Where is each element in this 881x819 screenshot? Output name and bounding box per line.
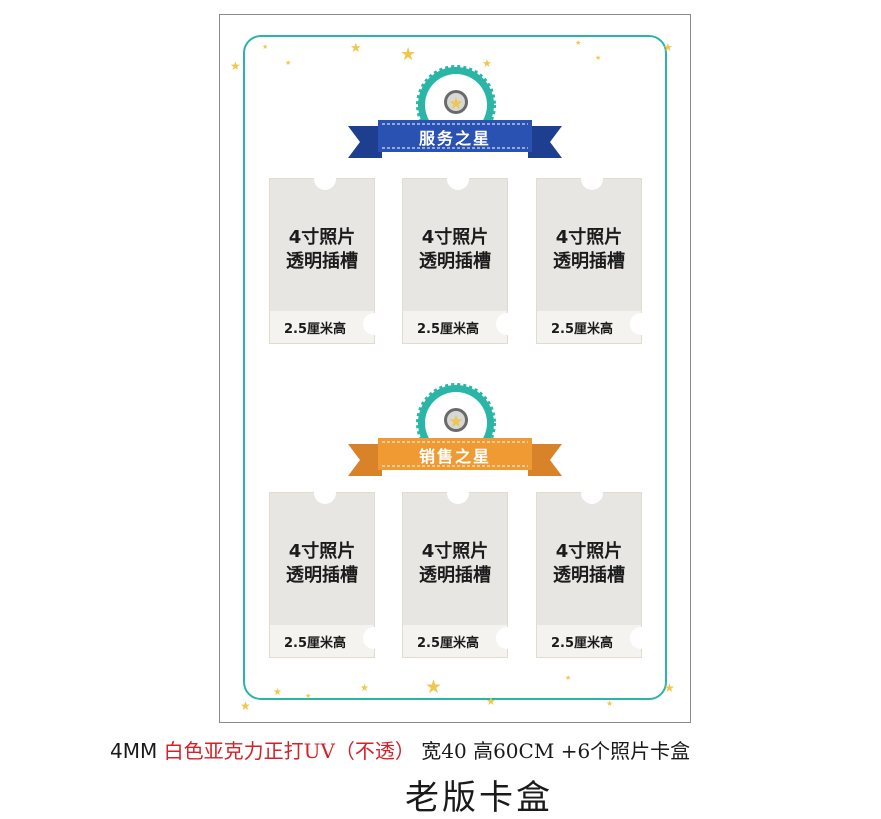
star-icon: ★ (262, 43, 269, 51)
spec-caption: 4MM 白色亚克力正打UV（不透） 宽40 高60CM +6个照片卡盒 (110, 735, 690, 764)
svg-text:★: ★ (448, 94, 463, 114)
photo-slot-card: 4寸照片 透明插槽 2.5厘米高 (269, 168, 385, 344)
slot-type-label: 透明插槽 (286, 251, 358, 272)
slot-height-label: 2.5厘米高 (284, 636, 347, 651)
slot-size-label: 4寸照片 (421, 227, 489, 248)
star-icon: ★ (565, 674, 572, 682)
star-icon: ★ (305, 692, 312, 700)
star-icon: ★ (240, 699, 251, 713)
star-icon: ★ (425, 676, 443, 698)
star-icon: ★ (606, 699, 614, 708)
star-icon: ★ (273, 687, 282, 698)
star-icon: ★ (663, 41, 673, 54)
slot-height-label: 2.5厘米高 (417, 322, 480, 337)
star-icon: ★ (400, 44, 417, 65)
slot-size-label: 4寸照片 (555, 541, 623, 562)
star-icon: ★ (350, 41, 362, 56)
section-title: 服务之星 (418, 129, 491, 148)
star-icon: ★ (595, 54, 602, 62)
photo-slot-card: 4寸照片 透明插槽 2.5厘米高 (269, 482, 385, 658)
ribbon-sales (348, 438, 562, 476)
slot-height-label: 2.5厘米高 (551, 636, 614, 651)
badge-star-icon: ★ (416, 65, 496, 145)
section-title: 销售之星 (418, 447, 491, 466)
slot-height-label: 2.5厘米高 (284, 322, 347, 337)
slot-type-label: 透明插槽 (553, 565, 625, 586)
slot-size-label: 4寸照片 (421, 541, 489, 562)
star-icon: ★ (664, 681, 675, 695)
spec-material: 白色亚克力正打UV（不透） (163, 739, 415, 763)
spec-dimensions: 宽40 高60CM (421, 739, 555, 763)
slot-size-label: 4寸照片 (555, 227, 623, 248)
slot-height-label: 2.5厘米高 (551, 322, 614, 337)
star-icon: ★ (482, 57, 492, 70)
ribbon-service (348, 120, 562, 158)
slot-size-label: 4寸照片 (288, 541, 356, 562)
slot-size-label: 4寸照片 (288, 227, 356, 248)
photo-slot-card: 4寸照片 透明插槽 2.5厘米高 (536, 482, 652, 658)
slot-type-label: 透明插槽 (553, 251, 625, 272)
star-icon: ★ (230, 59, 241, 73)
slot-height-label: 2.5厘米高 (417, 636, 480, 651)
star-icon: ★ (575, 39, 582, 47)
slot-type-label: 透明插槽 (419, 251, 491, 272)
star-icon: ★ (360, 683, 369, 694)
svg-text:★: ★ (448, 412, 463, 432)
slot-type-label: 透明插槽 (419, 565, 491, 586)
photo-slot-card: 4寸照片 透明插槽 2.5厘米高 (536, 168, 652, 344)
board-frame (243, 35, 667, 700)
photo-slot-card: 4寸照片 透明插槽 2.5厘米高 (402, 482, 518, 658)
version-title: 老版卡盒 (405, 778, 553, 818)
star-icon: ★ (486, 695, 496, 708)
photo-slot-card: 4寸照片 透明插槽 2.5厘米高 (402, 168, 518, 344)
star-icon: ★ (285, 59, 292, 67)
spec-thickness: 4MM (110, 739, 158, 763)
slot-type-label: 透明插槽 (286, 565, 358, 586)
spec-extra: +6个照片卡盒 (560, 739, 691, 763)
